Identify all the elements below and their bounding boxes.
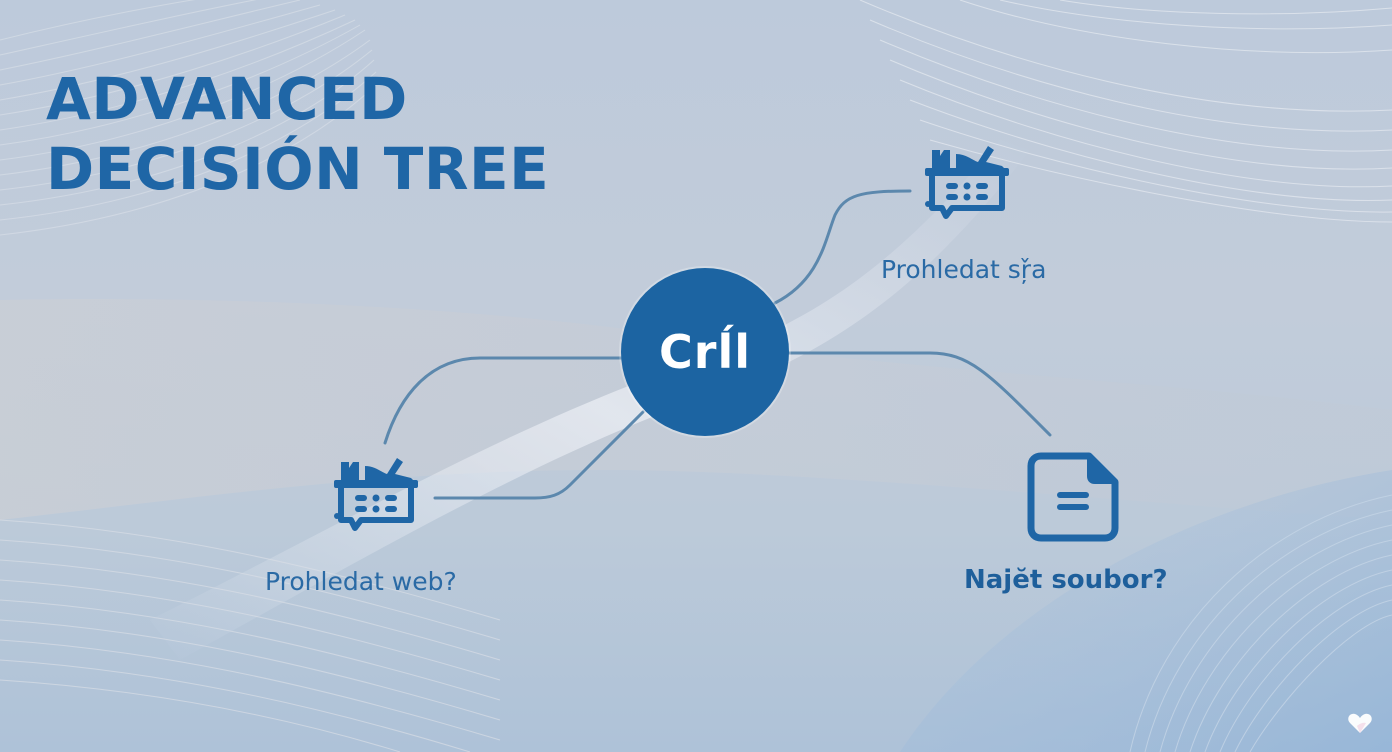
calendar-chat-icon bbox=[334, 458, 418, 531]
page-title: ADVANCED DECISIÓN TREE bbox=[46, 64, 549, 204]
root-node[interactable]: Crĺl bbox=[621, 268, 789, 436]
title-line-1: ADVANCED bbox=[46, 65, 408, 133]
connector-left-lower bbox=[433, 410, 645, 500]
branch-label-bottom-right: Najĕt soubor? bbox=[964, 565, 1168, 595]
document-icon bbox=[1027, 452, 1119, 542]
root-label: Crĺl bbox=[659, 325, 751, 379]
title-line-2: DECISIÓN TREE bbox=[46, 135, 550, 203]
connector-bottom-right bbox=[787, 351, 1052, 437]
connector-top-right bbox=[773, 189, 912, 305]
calendar-chat-icon bbox=[925, 146, 1009, 219]
branch-label-left: Prohledat web? bbox=[265, 567, 457, 596]
branch-label-top-right: Prohledat sŗ̌a bbox=[881, 255, 1047, 284]
heart-icon bbox=[1348, 713, 1372, 733]
connector-left-upper bbox=[383, 356, 623, 445]
